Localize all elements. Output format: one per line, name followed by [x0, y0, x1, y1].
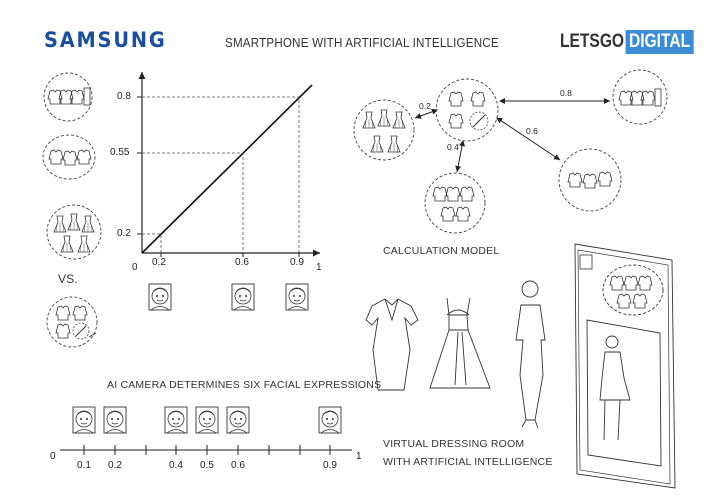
logo-part-letsgo: LETSGO	[560, 31, 625, 52]
edge-weight-jackets: 0.8	[560, 88, 572, 98]
edge-weight-dresses: 0.2	[419, 101, 431, 111]
dressing-room-label-line1: VIRTUAL DRESSING ROOM	[383, 438, 525, 450]
query-cluster-left	[46, 296, 98, 348]
edge-weight-blouses: 0.6	[526, 126, 538, 136]
numberline-tick-0-4: 0.4	[169, 460, 183, 471]
numberline-tick-0-2: 0.2	[108, 460, 122, 471]
y-tick-0-55: 0.55	[110, 147, 130, 158]
dressing-room-label-line2: WITH ARTIFICIAL INTELLIGENCE	[383, 456, 553, 468]
numberline-tick-0-1: 0.1	[77, 460, 91, 471]
numberline-start: 0	[50, 451, 56, 462]
logo-part-digital: DIGITAL	[625, 30, 694, 54]
x-tick-0-2: 0.2	[152, 257, 166, 268]
numberline-tick-0-9: 0.9	[323, 460, 337, 471]
vs-label: VS.	[58, 272, 78, 286]
edge-weight-coats: 0.4	[447, 142, 459, 152]
jackets-cluster-left	[43, 72, 93, 122]
page-title: SMARTPHONE WITH ARTIFICIAL INTELLIGENCE	[225, 36, 499, 50]
x-axis-end: 1	[316, 262, 322, 273]
facial-expressions-label: AI CAMERA DETERMINES SIX FACIAL EXPRESSI…	[107, 379, 382, 391]
letsgo-digital-logo: LETSGO DIGITAL	[560, 30, 694, 54]
graph-origin: 0	[132, 262, 138, 273]
numberline-end: 1	[356, 451, 362, 462]
y-tick-0-8: 0.8	[117, 91, 131, 102]
x-tick-0-9: 0.9	[290, 257, 304, 268]
calculation-model-diagram	[353, 69, 668, 234]
y-tick-0-2: 0.2	[117, 228, 131, 239]
calculation-model-label: CALCULATION MODEL	[383, 245, 500, 257]
samsung-logo: SAMSUNG	[44, 28, 167, 52]
dresses-cluster-left	[46, 204, 102, 260]
x-tick-0-6: 0.6	[235, 257, 249, 268]
blouses-cluster-left	[42, 134, 96, 180]
numberline-tick-0-5: 0.5	[200, 460, 214, 471]
numberline-tick-0-6: 0.6	[231, 460, 245, 471]
dressing-room-illustration	[365, 243, 676, 489]
similarity-graph	[137, 72, 320, 311]
expression-number-line	[60, 406, 352, 455]
